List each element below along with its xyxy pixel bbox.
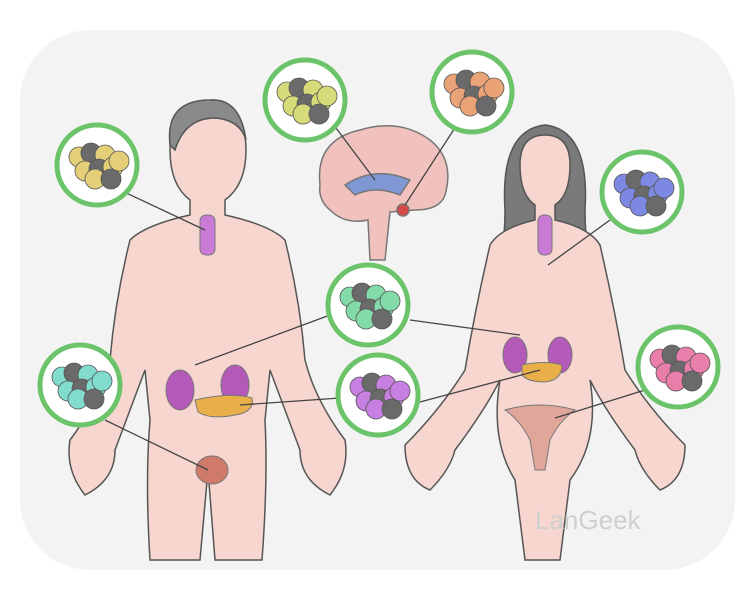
molecule-atom <box>308 103 330 125</box>
molecule-atom <box>83 388 105 410</box>
organs <box>165 214 577 485</box>
hormone-bubble-pineal <box>262 57 348 143</box>
uterus <box>503 404 577 471</box>
hormone-bubble-pancreas <box>335 352 421 438</box>
hormone-bubble-thyroid-male <box>54 122 140 208</box>
molecule-atom <box>681 370 703 392</box>
hormone-bubble-adrenal <box>325 262 411 348</box>
female-kidney-left <box>502 336 528 374</box>
molecule-atom <box>108 150 130 172</box>
hormone-bubble-ovaries <box>635 324 721 410</box>
molecule-atom <box>483 77 505 99</box>
hormone-bubble-testes <box>37 342 123 428</box>
male-testes <box>195 455 229 485</box>
male-pancreas <box>194 394 253 418</box>
brain <box>318 125 449 261</box>
molecule-atom <box>689 352 711 374</box>
molecule-atom <box>645 195 667 217</box>
molecule-atom <box>381 398 403 420</box>
female-pancreas <box>521 362 563 383</box>
watermark-text: LanGeek <box>535 505 641 535</box>
female-thyroid <box>537 214 553 256</box>
molecule-atom <box>475 95 497 117</box>
molecule-atom <box>100 168 122 190</box>
male-hair <box>168 99 247 152</box>
hormone-bubble-thyroid-female <box>599 149 685 235</box>
molecule-atom <box>379 290 401 312</box>
hormone-bubble-pituitary <box>429 49 515 135</box>
female-body <box>404 134 686 561</box>
molecule-atom <box>316 85 338 107</box>
connector-lines <box>104 119 646 471</box>
molecule-atom <box>653 177 675 199</box>
molecule-atom <box>91 370 113 392</box>
female-figure <box>404 124 686 561</box>
male-thyroid <box>199 214 216 256</box>
hormone-bubbles <box>37 49 721 438</box>
molecule-atom <box>371 308 393 330</box>
male-kidney-left <box>165 369 195 411</box>
molecule-atom <box>389 380 411 402</box>
